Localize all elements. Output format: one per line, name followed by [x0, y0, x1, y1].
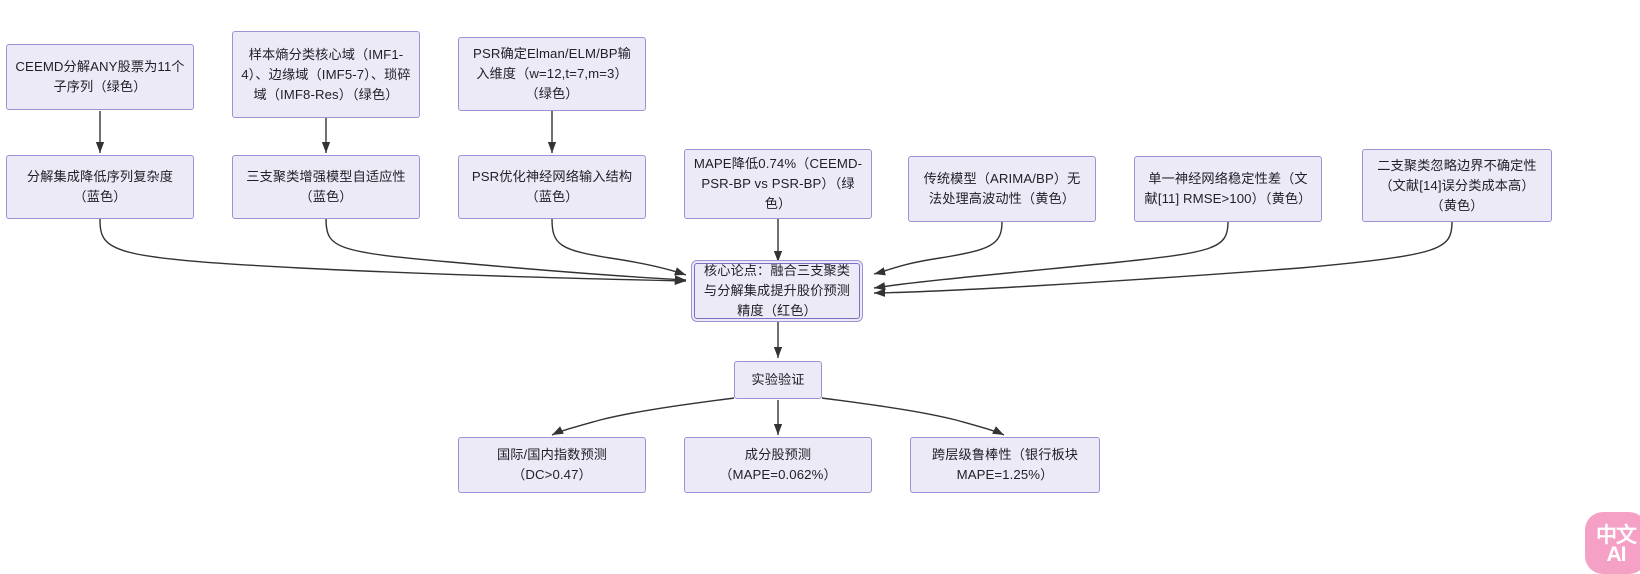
node-experiment-verification[interactable]: 实验验证 [734, 361, 822, 399]
node-gap-traditional-model-label: 传统模型（ARIMA/BP）无法处理高波动性（黄色） [923, 171, 1081, 206]
watermark-badge: 中文 AI [1585, 512, 1640, 574]
watermark-line-2: AI [1606, 543, 1627, 566]
node-claim-decomposition[interactable]: 分解集成降低序列复杂度（蓝色） [6, 155, 194, 219]
node-core-claim[interactable]: 核心论点：融合三支聚类与分解集成提升股价预测精度（红色） [694, 263, 860, 319]
node-gap-traditional-model[interactable]: 传统模型（ARIMA/BP）无法处理高波动性（黄色） [908, 156, 1096, 222]
edge-decomp-to-core [99, 218, 687, 285]
node-outcome-robustness-label: 跨层级鲁棒性（银行板块MAPE=1.25%） [931, 447, 1079, 482]
node-gap-single-network-label: 单一神经网络稳定性差（文献[11] RMSE>100）（黄色） [1144, 171, 1312, 206]
edge-singlenn-to-core [873, 221, 1229, 291]
node-gap-single-network[interactable]: 单一神经网络稳定性差（文献[11] RMSE>100）（黄色） [1134, 156, 1322, 222]
node-outcome-component-stock-label: 成分股预测（MAPE=0.062%） [719, 447, 837, 482]
edge-twoway-to-core [873, 221, 1453, 298]
edge-cluster-to-core [325, 218, 687, 284]
node-evidence-entropy-label: 样本熵分类核心域（IMF1-4）、边缘域（IMF5-7）、琐碎域（IMF8-Re… [241, 46, 411, 102]
edge-experiment-to-index [551, 397, 735, 436]
node-claim-psr-structure[interactable]: PSR优化神经网络输入结构（蓝色） [458, 155, 646, 219]
node-outcome-index-forecast-label: 国际/国内指数预测（DC>0.47） [496, 447, 608, 482]
watermark-line-1: 中文 [1596, 524, 1637, 547]
edge-experiment-to-robust [821, 397, 1005, 436]
node-experiment-verification-label: 实验验证 [751, 372, 805, 387]
node-evidence-entropy[interactable]: 样本熵分类核心域（IMF1-4）、边缘域（IMF5-7）、琐碎域（IMF8-Re… [232, 31, 420, 118]
node-result-mape-label: MAPE降低0.74%（CEEMD-PSR-BP vs PSR-BP）（绿色） [693, 156, 863, 211]
edge-traditional-to-core [873, 221, 1003, 276]
node-gap-two-way-cluster-label: 二支聚类忽略边界不确定性（文献[14]误分类成本高）（黄色） [1377, 157, 1537, 213]
node-evidence-psr[interactable]: PSR确定Elman/ELM/BP输入维度（w=12,t=7,m=3）（绿色） [458, 37, 646, 111]
node-core-claim-label: 核心论点：融合三支聚类与分解集成提升股价预测精度（红色） [703, 263, 851, 318]
node-evidence-ceemd-label: CEEMD分解ANY股票为11个子序列（绿色） [15, 59, 185, 94]
node-evidence-psr-label: PSR确定Elman/ELM/BP输入维度（w=12,t=7,m=3）（绿色） [473, 46, 631, 101]
node-claim-decomposition-label: 分解集成降低序列复杂度（蓝色） [26, 169, 174, 204]
node-claim-three-way-cluster[interactable]: 三支聚类增强模型自适应性（蓝色） [232, 155, 420, 219]
node-outcome-component-stock[interactable]: 成分股预测（MAPE=0.062%） [684, 437, 872, 493]
node-outcome-robustness[interactable]: 跨层级鲁棒性（银行板块MAPE=1.25%） [910, 437, 1100, 493]
node-gap-two-way-cluster[interactable]: 二支聚类忽略边界不确定性（文献[14]误分类成本高）（黄色） [1362, 149, 1552, 222]
node-evidence-ceemd[interactable]: CEEMD分解ANY股票为11个子序列（绿色） [6, 44, 194, 110]
node-claim-three-way-cluster-label: 三支聚类增强模型自适应性（蓝色） [246, 169, 406, 204]
node-claim-psr-structure-label: PSR优化神经网络输入结构（蓝色） [471, 169, 633, 204]
node-result-mape[interactable]: MAPE降低0.74%（CEEMD-PSR-BP vs PSR-BP）（绿色） [684, 149, 872, 219]
node-outcome-index-forecast[interactable]: 国际/国内指数预测（DC>0.47） [458, 437, 646, 493]
watermark-text: 中文 AI [1596, 524, 1637, 566]
edge-psrclaim-to-core [551, 218, 687, 276]
